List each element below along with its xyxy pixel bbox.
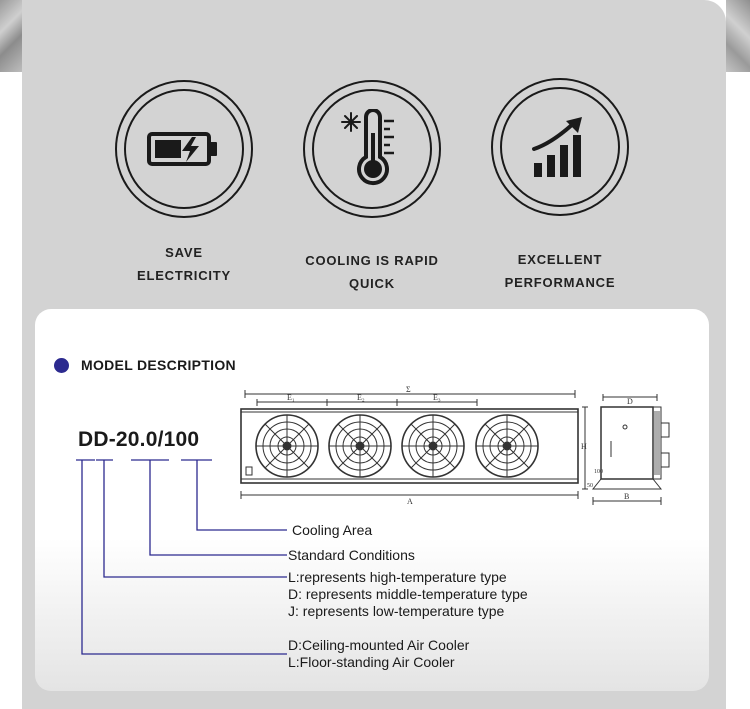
leader-standard-conditions <box>149 460 287 556</box>
feature-ring <box>115 80 253 218</box>
texture-right <box>726 0 750 72</box>
feature-label: SAVE ELECTRICITY <box>136 245 232 283</box>
svg-text:A: A <box>407 497 413 506</box>
feature-cooling-rapid: COOLING IS RAPID QUICK <box>282 80 462 295</box>
battery-charging-icon <box>147 132 217 166</box>
feature-label: EXCELLENT PERFORMANCE <box>504 252 616 290</box>
svg-text:D: D <box>627 397 633 406</box>
leader-mounting-type <box>81 460 287 655</box>
air-cooler-side-drawing: D H B 100 50 <box>581 394 670 505</box>
desc-cooling-area: Cooling Area <box>292 522 373 538</box>
air-cooler-front-drawing: Σ E₁ E₂ E₃ A <box>240 385 579 506</box>
leader-cooling-area <box>196 460 287 531</box>
svg-text:50: 50 <box>587 483 593 489</box>
leader-temperature-type <box>103 460 287 578</box>
performance-chart-icon <box>532 117 582 177</box>
svg-text:E₂: E₂ <box>357 393 365 402</box>
svg-text:Σ: Σ <box>406 385 411 394</box>
desc-temperature-type: L:represents high-temperature type D: re… <box>288 569 528 619</box>
model-code-legend-lines <box>76 459 287 655</box>
texture-left <box>0 0 22 72</box>
desc-standard-conditions: Standard Conditions <box>288 547 415 563</box>
svg-text:100: 100 <box>594 469 603 475</box>
feature-label: COOLING IS RAPID QUICK <box>305 253 439 291</box>
model-description-card: MODEL DESCRIPTION DD-20.0/100 Cooling Ar… <box>35 309 709 691</box>
svg-text:E₁: E₁ <box>287 393 295 402</box>
section-title: MODEL DESCRIPTION <box>81 357 236 373</box>
feature-excellent-performance: EXCELLENT PERFORMANCE <box>470 78 650 294</box>
model-code: DD-20.0/100 <box>78 428 200 451</box>
svg-text:B: B <box>624 492 629 501</box>
feature-save-electricity: SAVE ELECTRICITY <box>94 80 274 287</box>
svg-text:E₃: E₃ <box>433 393 441 402</box>
svg-text:H: H <box>581 442 587 451</box>
feature-ring <box>303 80 441 218</box>
section-bullet-icon <box>54 358 69 373</box>
feature-ring <box>491 78 629 216</box>
desc-mounting-type: D:Ceiling-mounted Air Cooler L:Floor-sta… <box>288 637 470 670</box>
thermometer-snowflake-icon <box>341 109 394 186</box>
